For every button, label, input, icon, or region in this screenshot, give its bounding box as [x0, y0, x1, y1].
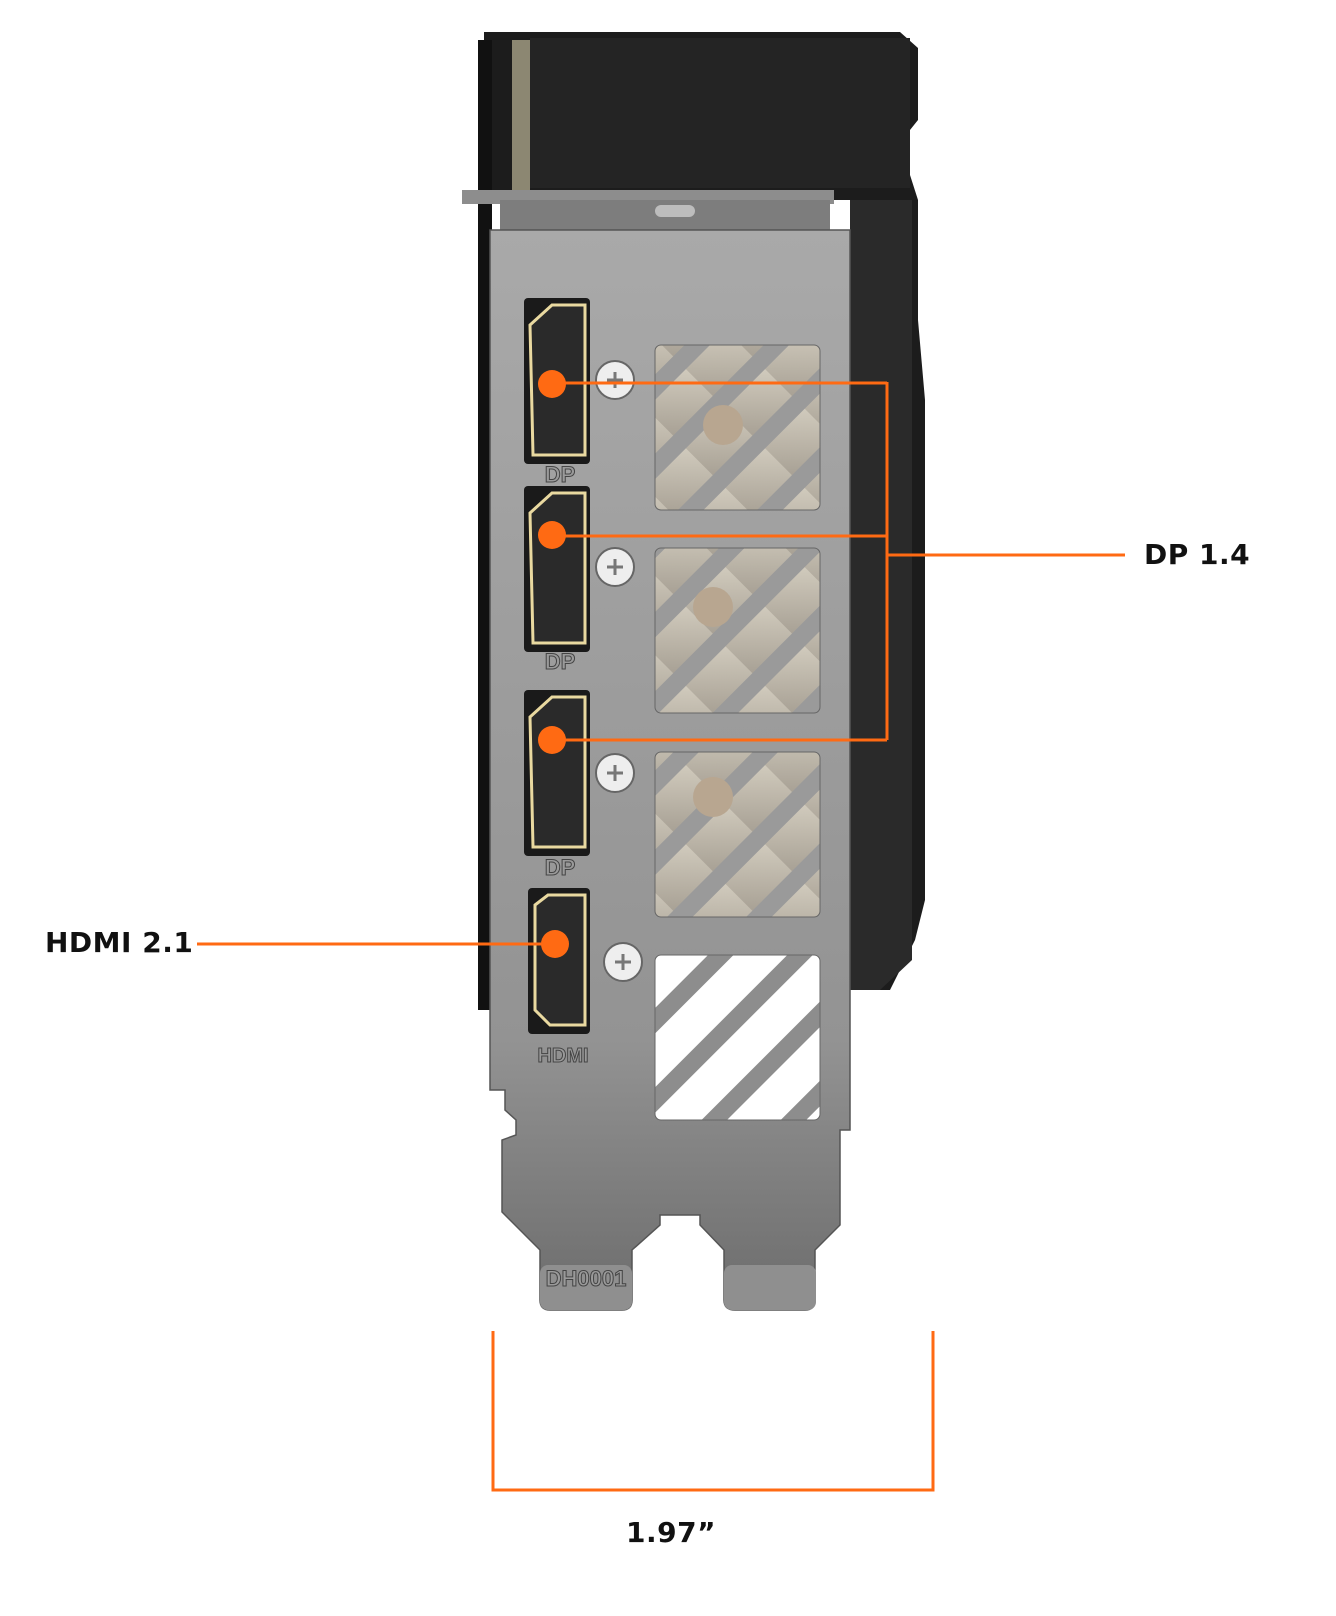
vent-block — [654, 954, 821, 1121]
screw-icon — [603, 942, 643, 982]
dp-callout-lines — [552, 381, 1125, 742]
hdmi-port — [528, 888, 590, 1034]
port-label-dp: DP — [545, 855, 576, 880]
bracket-top-lip — [462, 190, 834, 230]
callout-dot — [538, 370, 566, 398]
dp-port — [524, 486, 590, 652]
port-label-dp: DP — [545, 462, 576, 487]
vent-block — [654, 547, 821, 714]
screw-icon — [595, 753, 635, 793]
heatpipe — [693, 587, 733, 627]
heatpipe — [703, 405, 743, 445]
screw-icon — [595, 547, 635, 587]
dp-port — [524, 690, 590, 856]
callout-dot — [541, 930, 569, 958]
port-label-dp: DP — [545, 649, 576, 674]
hdmi-callout-label: HDMI 2.1 — [45, 926, 194, 959]
bracket-tab-left — [540, 1265, 632, 1310]
part-number: DH0001 — [546, 1266, 627, 1291]
heatpipe — [693, 777, 733, 817]
vent-block — [654, 751, 821, 918]
card-body — [478, 32, 925, 1010]
bracket-tab-right — [724, 1265, 816, 1310]
screw-icon — [595, 360, 635, 400]
vent-grid — [654, 344, 821, 1121]
port-label-hdmi: HDMI — [537, 1045, 588, 1067]
callout-dot — [538, 726, 566, 754]
callout-dot — [538, 521, 566, 549]
dp-callout-label: DP 1.4 — [1144, 538, 1251, 571]
width-dimension-label: 1.97” — [626, 1516, 716, 1549]
width-dimension-bracket — [491, 1331, 935, 1492]
